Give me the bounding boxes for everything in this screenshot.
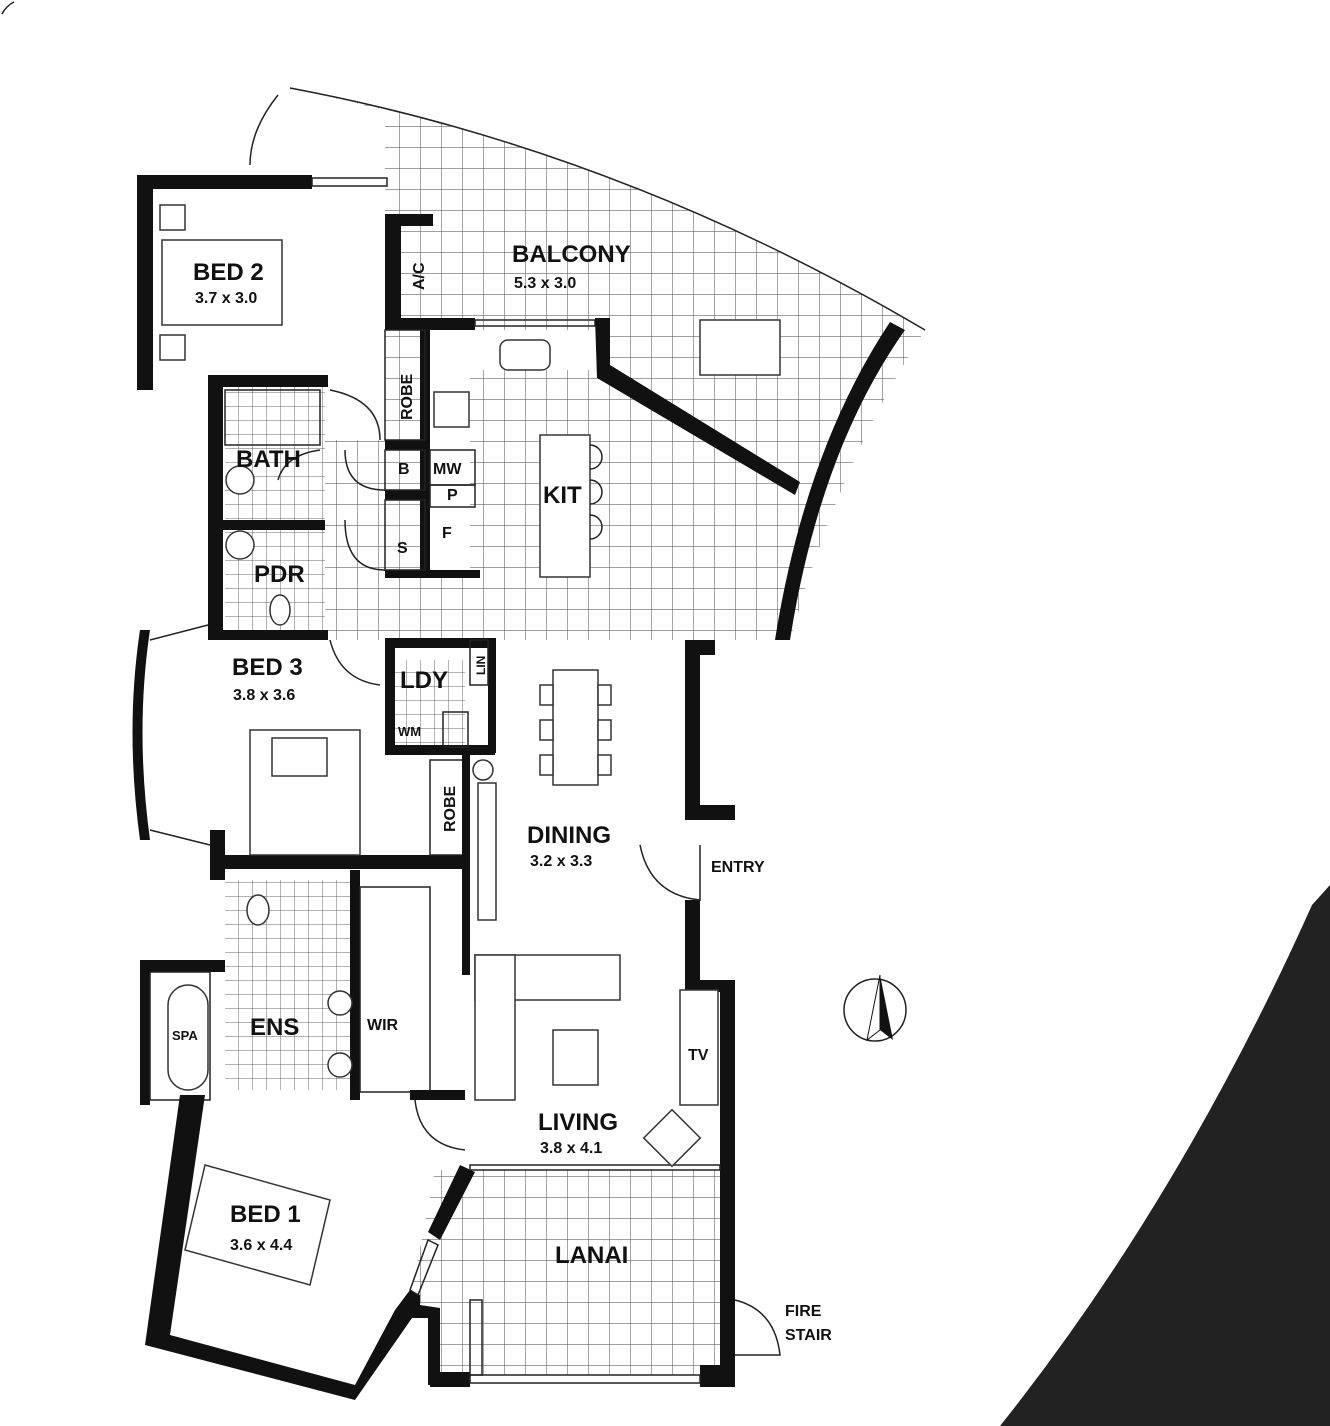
bed1-bed xyxy=(184,1164,331,1286)
bed1-size: 3.6 x 4.4 xyxy=(230,1237,292,1254)
fire-stair-label-2: STAIR xyxy=(785,1327,832,1344)
kit-label: KIT xyxy=(543,482,582,509)
dining-table xyxy=(552,669,599,786)
lin-label: LIN xyxy=(474,656,488,675)
compass-north-icon xyxy=(843,974,907,1042)
living-size: 3.8 x 4.1 xyxy=(540,1140,602,1157)
bath-label: BATH xyxy=(236,446,301,473)
mw-label: MW xyxy=(433,461,462,478)
entry-label: ENTRY xyxy=(711,859,765,876)
bed1-label: BED 1 xyxy=(230,1201,301,1228)
room-labels: BED 2 3.7 x 3.0 BALCONY 5.3 x 3.0 A/C RO… xyxy=(172,241,832,1344)
bed2-label: BED 2 xyxy=(193,259,264,286)
spa-bath xyxy=(167,984,209,1091)
furniture xyxy=(159,204,781,1286)
sink-icon xyxy=(499,339,551,371)
dining-size: 3.2 x 3.3 xyxy=(530,853,592,870)
cooktop-icon xyxy=(433,391,470,428)
tv-unit xyxy=(679,989,719,1106)
ldy-label: LDY xyxy=(400,667,448,694)
bed3-label: BED 3 xyxy=(232,654,303,681)
living-label: LIVING xyxy=(538,1109,618,1136)
coffee-table xyxy=(552,1029,599,1086)
spa-label: SPA xyxy=(172,1028,198,1043)
corner-mark xyxy=(1,1,15,15)
p-label: P xyxy=(447,487,458,504)
bed2-size: 3.7 x 3.0 xyxy=(195,290,257,307)
balcony-label: BALCONY xyxy=(512,241,631,268)
f-label: F xyxy=(442,525,452,542)
robe-label-2: ROBE xyxy=(442,785,459,832)
lanai-label: LANAI xyxy=(555,1242,628,1269)
fire-stair-label-1: FIRE xyxy=(785,1303,822,1320)
walls xyxy=(132,87,926,1400)
bed3-size: 3.8 x 3.6 xyxy=(233,687,295,704)
outdoor-table xyxy=(699,319,781,376)
balcony-size: 5.3 x 3.0 xyxy=(514,275,576,292)
tv-label: TV xyxy=(688,1047,709,1064)
door-swings xyxy=(277,389,781,1356)
ac-label: A/C xyxy=(411,262,428,290)
s-label: S xyxy=(397,540,408,557)
dining-label: DINING xyxy=(527,822,611,849)
robe-label-1: ROBE xyxy=(399,373,416,420)
wm-label: WM xyxy=(398,724,421,739)
wir-label: WIR xyxy=(367,1017,399,1034)
pdr-label: PDR xyxy=(254,561,305,588)
adjacent-building-shape xyxy=(1000,885,1330,1426)
ens-label: ENS xyxy=(250,1014,299,1041)
kitchen-island xyxy=(539,434,591,578)
b-label: B xyxy=(398,461,410,478)
